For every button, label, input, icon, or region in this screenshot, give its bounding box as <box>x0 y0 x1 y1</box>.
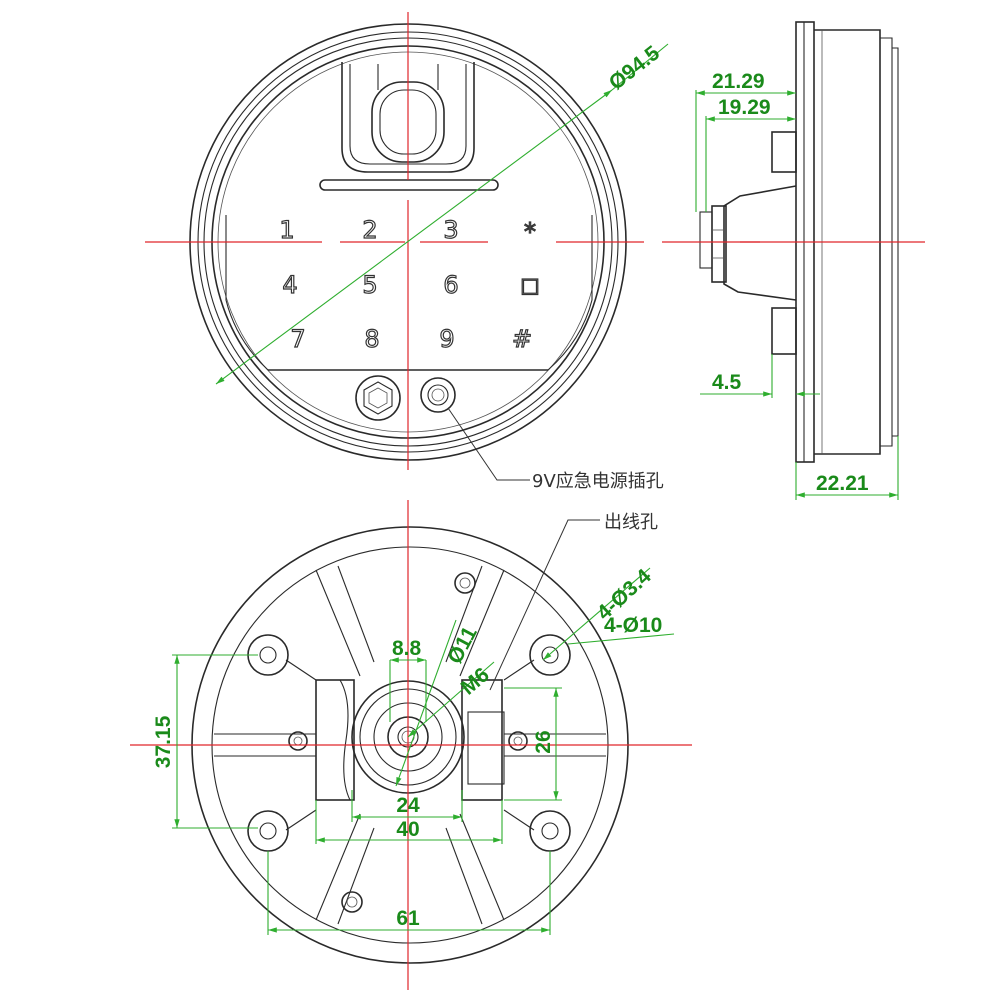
screw-hole-top <box>454 572 476 594</box>
dim-40: 40 <box>396 818 419 841</box>
dim-22-21: 22.21 <box>816 472 869 495</box>
emergency-power-port[interactable] <box>420 377 456 413</box>
key-4[interactable]: 4 <box>282 270 298 299</box>
dim-37-15: 37.15 <box>152 715 175 768</box>
key-3[interactable]: 3 <box>443 215 459 244</box>
dim-19-29: 19.29 <box>718 96 771 119</box>
dim-diameter-94-5: Ø94.5 <box>605 41 664 95</box>
dim-26: 26 <box>532 730 555 753</box>
dim-d11: Ø11 <box>443 623 482 668</box>
front-view: 1 2 3 * 4 5 6 ◻ 7 8 9 # <box>145 12 669 492</box>
key-9[interactable]: 9 <box>439 324 455 353</box>
key-7[interactable]: 7 <box>290 324 306 353</box>
dim-24: 24 <box>396 794 420 817</box>
mount-block-left <box>315 679 355 801</box>
mount-hole-tr <box>529 634 571 676</box>
dim-8-8: 8.8 <box>392 637 422 660</box>
key-lock[interactable]: ◻ <box>519 270 540 299</box>
dim-4x-d10: 4-Ø10 <box>604 614 662 637</box>
mount-hole-bl <box>247 810 289 852</box>
dim-4-5: 4.5 <box>712 371 742 394</box>
key-2[interactable]: 2 <box>362 215 378 244</box>
mount-hole-br <box>529 810 571 852</box>
screw-hole-left <box>288 731 308 751</box>
back-view: 出线孔 8.8 Ø11 M6 4-Ø3.4 4-Ø10 37.15 26 24 <box>130 500 692 990</box>
label-cable-hole: 出线孔 <box>604 512 658 533</box>
mount-block-right <box>461 679 503 801</box>
keypad: 1 2 3 * 4 5 6 ◻ 7 8 9 # <box>279 215 541 353</box>
screw-hole-right <box>508 731 528 751</box>
key-star[interactable]: * <box>523 217 536 246</box>
label-9v-emergency-port: 9V应急电源插孔 <box>532 471 664 492</box>
card-slot <box>319 179 499 191</box>
key-8[interactable]: 8 <box>364 324 380 353</box>
key-1[interactable]: 1 <box>279 215 295 244</box>
key-5[interactable]: 5 <box>362 270 378 299</box>
dim-61: 61 <box>396 907 420 930</box>
screw-hole-bottom <box>341 891 363 913</box>
key-hash[interactable]: # <box>511 324 532 353</box>
key-6[interactable]: 6 <box>443 270 459 299</box>
hex-knob[interactable] <box>355 375 401 421</box>
dim-21-29: 21.29 <box>712 70 765 93</box>
side-view: 21.29 19.29 4.5 22.21 <box>662 21 925 500</box>
